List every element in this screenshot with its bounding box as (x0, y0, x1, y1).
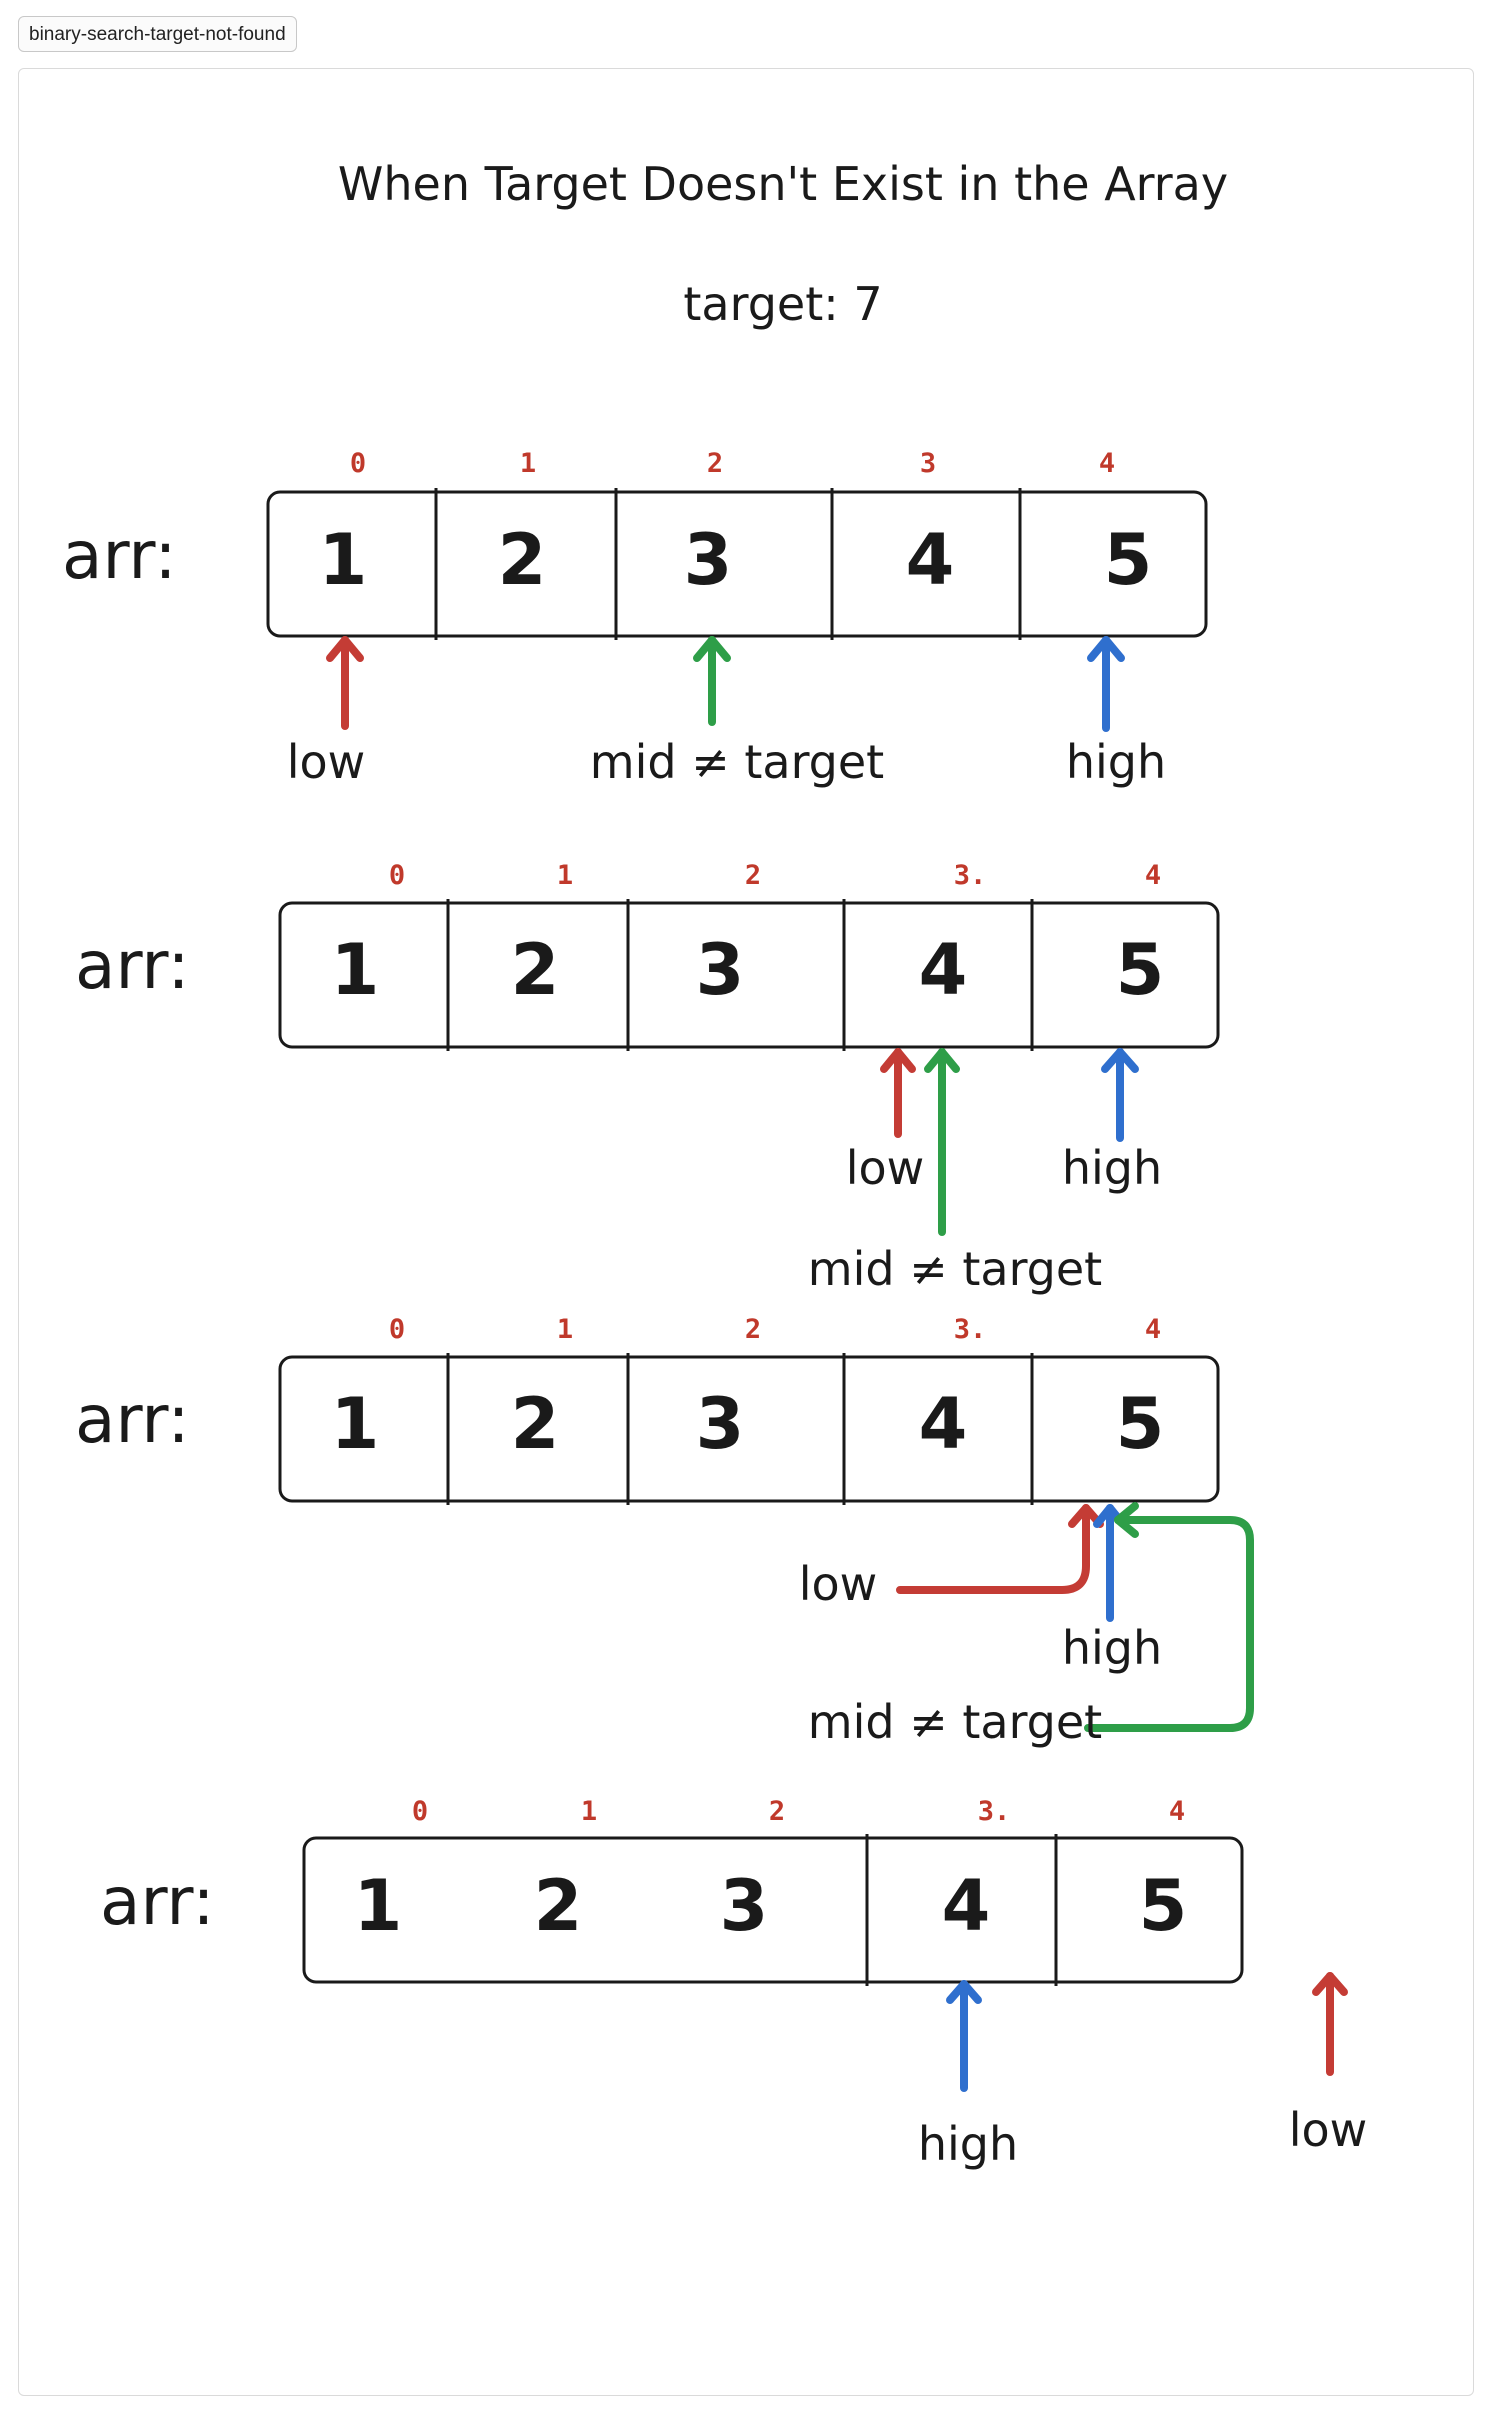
high-pointer-arrow (1101, 1048, 1139, 1142)
index-label: 0 (389, 1314, 405, 1345)
low-label: low (1289, 2103, 1368, 2157)
index-label: 1 (557, 1314, 573, 1345)
array-value: 4 (919, 1383, 968, 1465)
array-value: 3 (696, 1383, 745, 1465)
array-value: 2 (511, 1383, 560, 1465)
index-label: 1 (520, 448, 536, 479)
high-label: high (1066, 735, 1166, 789)
mid-pointer-arrow (924, 1048, 960, 1236)
high-label: high (1062, 1621, 1162, 1675)
low-label: low (287, 735, 366, 789)
array-value: 4 (942, 1865, 991, 1947)
index-label: 3. (978, 1796, 1011, 1827)
array-box (278, 901, 1220, 1049)
array-value: 1 (331, 929, 380, 1011)
array-value: 2 (498, 519, 547, 601)
mid-label: mid ≠ target (590, 735, 884, 789)
array-row-1: arr: 0 1 2 3 4 1 2 3 4 5 low mid ≠ targe… (62, 448, 1208, 789)
array-value: 3 (696, 929, 745, 1011)
high-label: high (918, 2117, 1018, 2171)
array-box (302, 1836, 1244, 1984)
low-label: low (799, 1557, 878, 1611)
low-label: low (846, 1141, 925, 1195)
array-label: arr: (75, 927, 190, 1004)
index-label: 3. (954, 860, 987, 891)
array-value: 5 (1139, 1865, 1188, 1947)
index-label: 4 (1145, 860, 1161, 891)
low-pointer-arrow (326, 636, 364, 730)
low-pointer-arrow (880, 1048, 916, 1138)
high-pointer-arrow (946, 1980, 982, 2092)
index-label: 0 (389, 860, 405, 891)
array-value: 5 (1104, 519, 1153, 601)
low-pointer-arrow (1312, 1972, 1348, 2076)
array-value: 1 (331, 1383, 380, 1465)
index-label: 1 (557, 860, 573, 891)
diagram-title: When Target Doesn't Exist in the Array (338, 157, 1228, 211)
index-label: 2 (707, 448, 723, 479)
index-label: 2 (745, 860, 761, 891)
array-value: 3 (720, 1865, 769, 1947)
index-label: 1 (581, 1796, 597, 1827)
array-label: arr: (62, 517, 177, 594)
index-label: 4 (1099, 448, 1115, 479)
array-value: 4 (919, 929, 968, 1011)
mid-pointer-arrow (693, 636, 731, 726)
high-pointer-arrow (1087, 636, 1125, 732)
array-value: 2 (511, 929, 560, 1011)
array-value: 1 (319, 519, 368, 601)
index-label: 3. (954, 1314, 987, 1345)
array-value: 1 (354, 1865, 403, 1947)
array-value: 4 (906, 519, 955, 601)
target-label: target: 7 (683, 277, 882, 331)
high-label: high (1062, 1141, 1162, 1195)
array-value: 5 (1116, 929, 1165, 1011)
array-row-4: arr: 0 1 2 3. 4 1 2 3 4 5 high low (100, 1796, 1367, 2171)
index-label: 0 (350, 448, 366, 479)
array-value: 2 (534, 1865, 583, 1947)
mid-label: mid ≠ target (808, 1695, 1102, 1749)
index-label: 2 (769, 1796, 785, 1827)
file-tab-label: binary-search-target-not-found (29, 24, 286, 45)
array-box (266, 490, 1208, 638)
array-label: arr: (75, 1381, 190, 1458)
array-label: arr: (100, 1863, 215, 1940)
index-label: 3 (920, 448, 936, 479)
array-value: 3 (684, 519, 733, 601)
array-value: 5 (1116, 1383, 1165, 1465)
diagram-frame (18, 68, 1474, 2396)
index-label: 4 (1169, 1796, 1185, 1827)
array-row-3: arr: 0 1 2 3. 4 1 2 3 4 5 low high mid ≠ (75, 1314, 1254, 1749)
low-pointer-arrow (896, 1504, 1104, 1594)
array-row-2: arr: 0 1 2 3. 4 1 2 3 4 5 low mid ≠ targ… (75, 860, 1220, 1296)
mid-label: mid ≠ target (808, 1242, 1102, 1296)
array-box (278, 1355, 1220, 1503)
mid-pointer-arrow (1084, 1502, 1254, 1732)
index-label: 4 (1145, 1314, 1161, 1345)
index-label: 0 (412, 1796, 428, 1827)
file-tab[interactable]: binary-search-target-not-found (18, 16, 297, 52)
index-label: 2 (745, 1314, 761, 1345)
